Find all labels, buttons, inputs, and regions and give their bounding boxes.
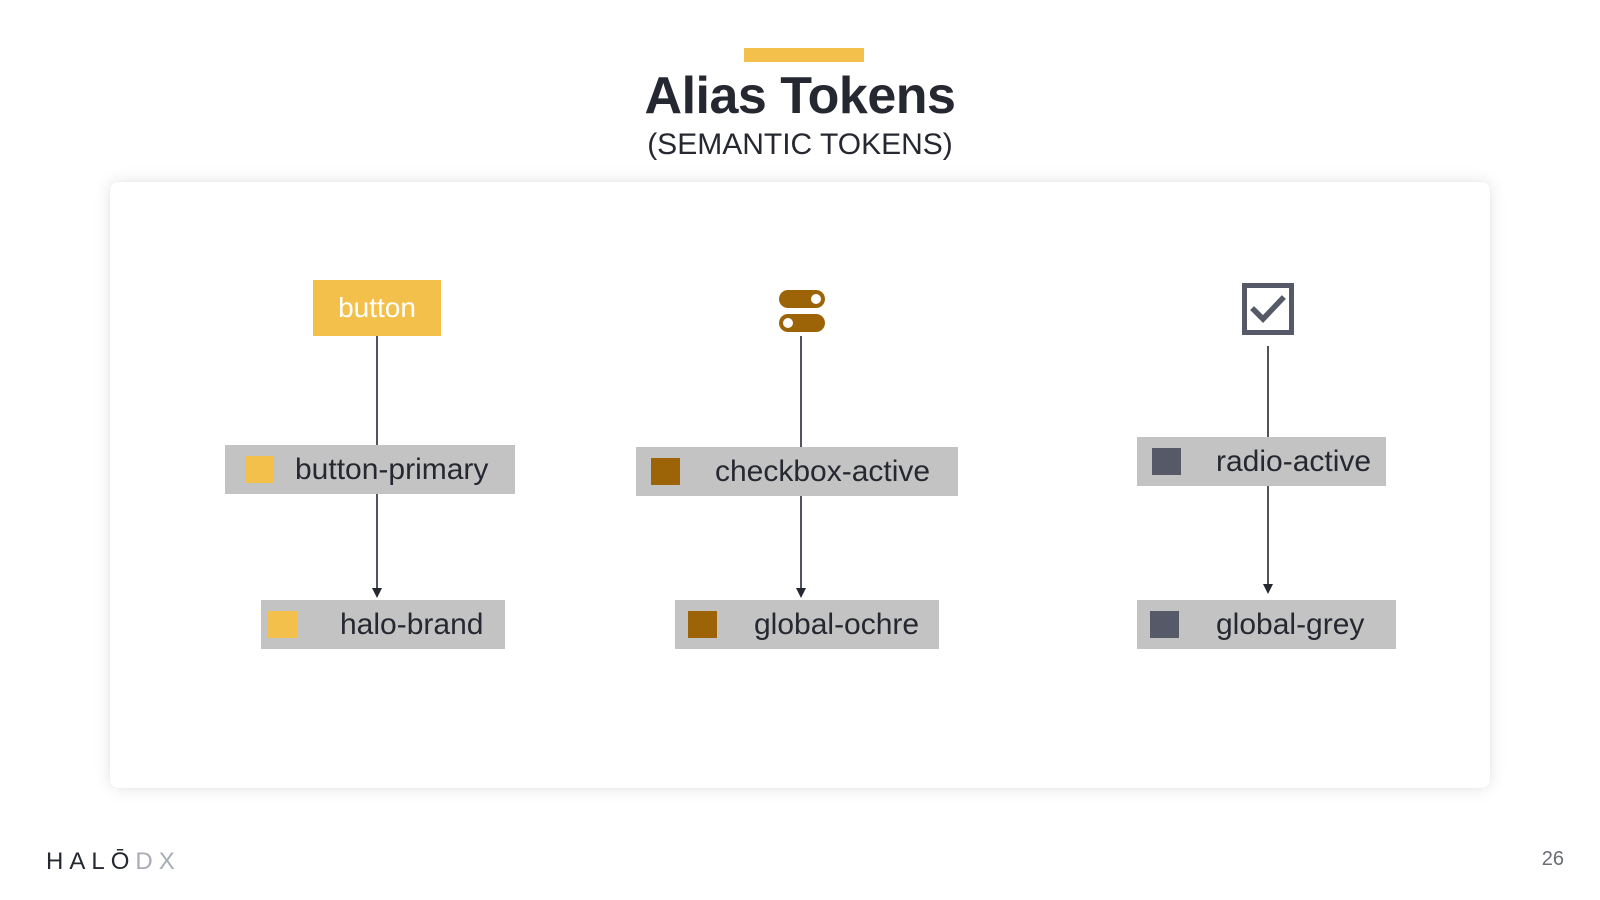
toggle-icon	[779, 290, 825, 332]
swatch-radio-active	[1152, 448, 1181, 475]
halo-dx-logo: HALŌDX	[46, 848, 181, 876]
global-token-global-ochre: global-ochre	[675, 600, 939, 649]
alias-token-radio-active: radio-active	[1137, 437, 1386, 486]
swatch-button-primary	[245, 456, 274, 483]
alias-token-button-primary: button-primary	[225, 445, 515, 494]
checkbox-icon	[1242, 283, 1294, 335]
swatch-checkbox-active	[651, 458, 680, 485]
global-token-global-grey: global-grey	[1137, 600, 1396, 649]
title-accent-bar	[744, 48, 864, 62]
brand-dx-text: DX	[135, 848, 181, 875]
alias-token-checkbox-active: checkbox-active	[636, 447, 958, 496]
token-label: radio-active	[1216, 445, 1372, 478]
token-label: halo-brand	[340, 608, 484, 641]
page-number: 26	[1541, 848, 1564, 870]
token-label: button-primary	[295, 453, 489, 486]
swatch-global-grey	[1150, 611, 1179, 638]
button-component-chip: button	[313, 280, 441, 336]
swatch-global-ochre	[688, 611, 717, 638]
token-label: global-grey	[1216, 608, 1365, 641]
brand-halo-text: HALŌ	[46, 848, 136, 875]
page-subtitle: (SEMANTIC TOKENS)	[647, 128, 953, 161]
token-label: global-ochre	[754, 608, 920, 641]
token-label: checkbox-active	[715, 455, 931, 488]
page-title: Alias Tokens	[644, 67, 956, 125]
swatch-halo-brand	[268, 611, 297, 638]
global-token-halo-brand: halo-brand	[261, 600, 505, 649]
